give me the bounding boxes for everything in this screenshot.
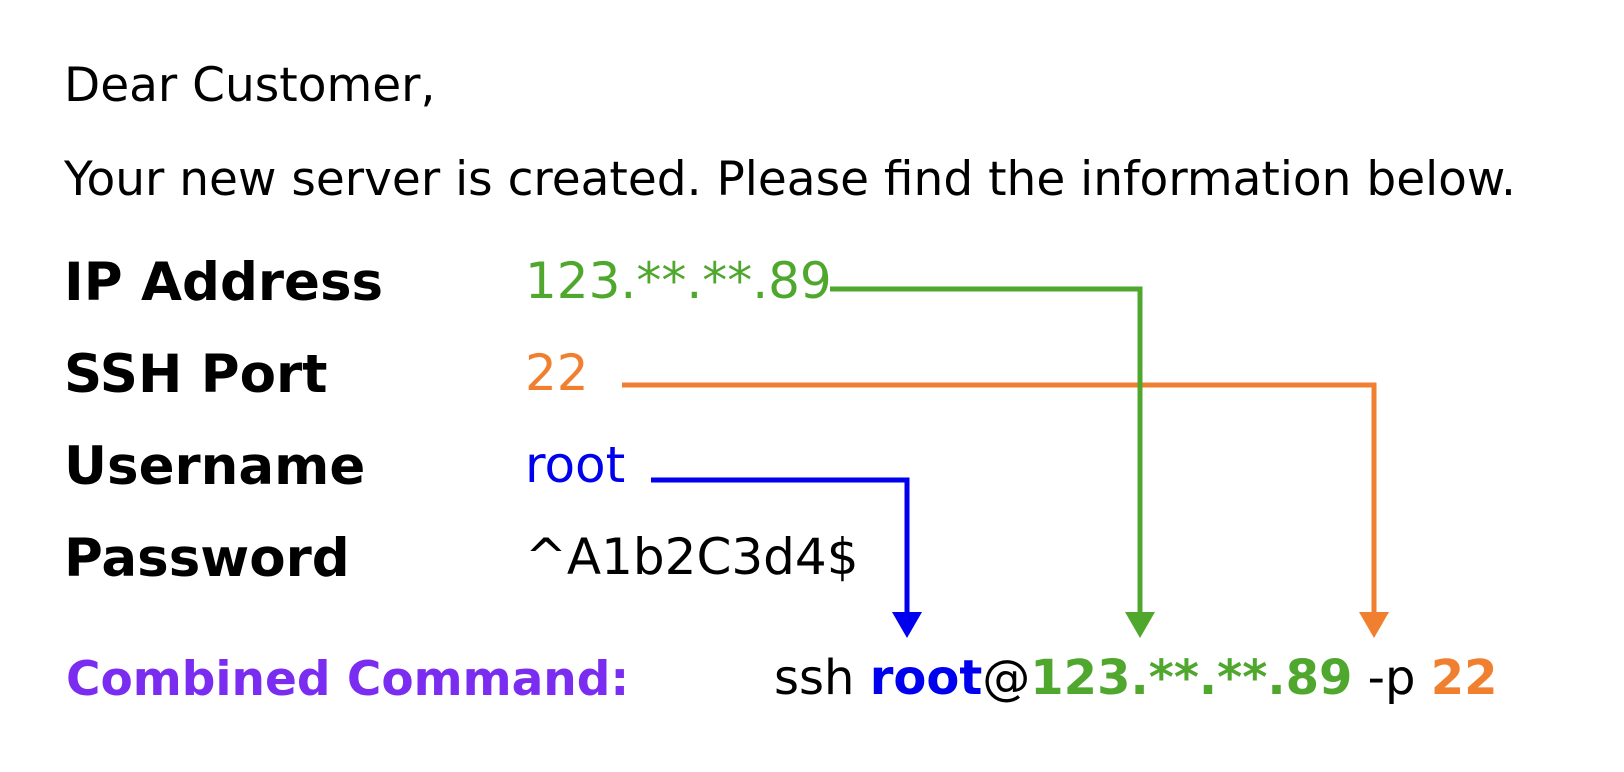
ssh-port-value: 22 [525, 344, 589, 402]
port-arrowhead [1359, 612, 1389, 638]
command-ip: 123.**.**.89 [1030, 650, 1353, 706]
user-connector-line [651, 477, 910, 612]
password-label: Password [64, 528, 350, 589]
ip-address-label: IP Address [64, 252, 384, 313]
combined-command-label: Combined Command: [66, 652, 630, 707]
port-connector-line [622, 382, 1377, 612]
command-port-flag: -p [1352, 650, 1431, 706]
ip-address-value: 123.**.**.89 [525, 252, 832, 310]
ip-arrowhead [1125, 612, 1155, 638]
password-value: ^A1b2C3d4$ [525, 528, 859, 586]
combined-command: ssh root@123.**.**.89 -p 22 [774, 650, 1498, 706]
user-arrowhead [892, 612, 922, 638]
command-at: @ [982, 650, 1031, 706]
ssh-port-label: SSH Port [64, 344, 328, 405]
username-value: root [525, 436, 626, 494]
command-port: 22 [1430, 650, 1498, 706]
greeting-text: Dear Customer, [64, 58, 436, 113]
command-ssh: ssh [774, 650, 870, 706]
intro-text: Your new server is created. Please find … [64, 152, 1516, 207]
ip-connector-line [830, 286, 1143, 612]
username-label: Username [64, 436, 366, 497]
command-user: root [869, 650, 983, 706]
